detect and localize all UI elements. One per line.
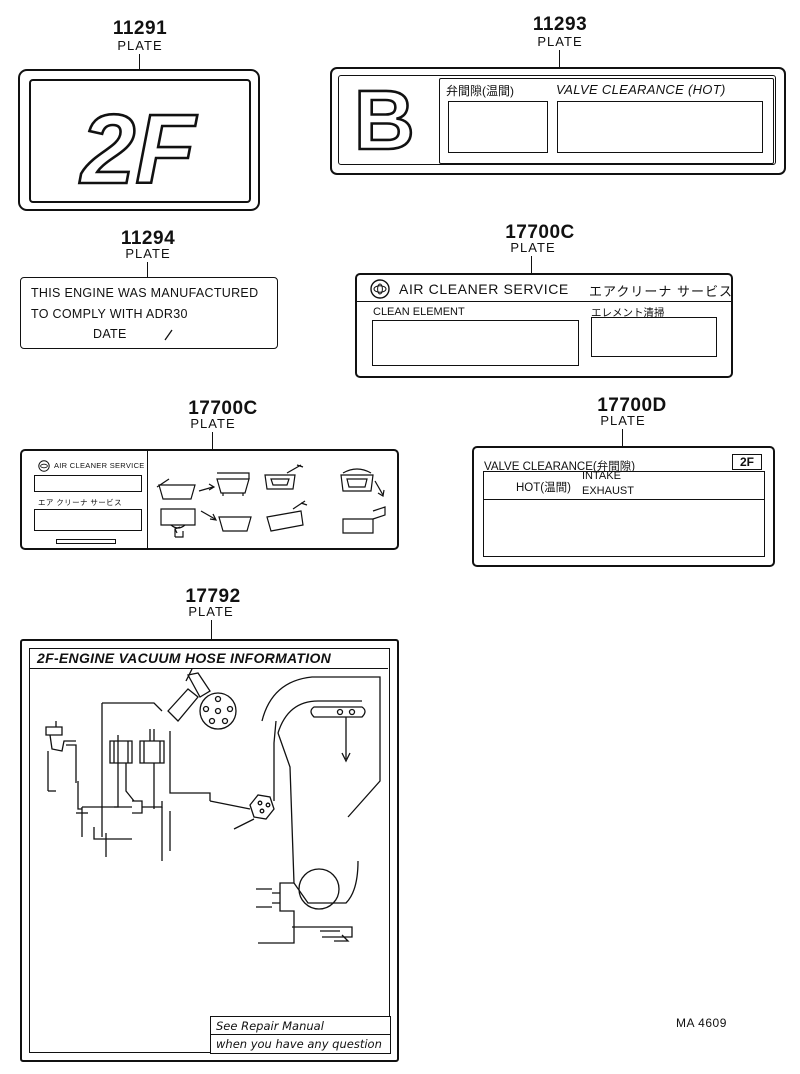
clean-element-field [372, 320, 579, 366]
text-line-2: TO COMPLY WITH ADR30 [31, 307, 188, 321]
part-number: 17700D [597, 395, 667, 416]
vacuum-hose-title: 2F-ENGINE VACUUM HOSE INFORMATION [37, 650, 332, 666]
plate-outer-frame: 2F [18, 69, 260, 211]
element-cleaning-label-jp: エレメント清掃 [591, 307, 665, 319]
part-label: PLATE [117, 38, 163, 53]
part-label: PLATE [125, 246, 171, 261]
valve-clearance-heading: VALVE CLEARANCE (HOT) [556, 82, 726, 97]
note-line-1: See Repair Manual [216, 1019, 324, 1033]
leader-line [211, 620, 212, 640]
vacuum-hose-diagram [45, 668, 381, 944]
air-cleaner-service-title: AIR CLEANER SERVICE [54, 461, 145, 470]
part-number: 11291 [112, 18, 168, 39]
plate-outer-frame: B 弁間隙(温間) VALVE CLEARANCE (HOT) [330, 67, 786, 175]
date-slash-mark [164, 329, 173, 341]
service-field-1 [34, 475, 142, 492]
note-box: See Repair Manual when you have any ques… [210, 1016, 391, 1054]
air-cleaner-service-title: AIR CLEANER SERVICE [399, 281, 569, 297]
hot-label: HOT(温間) [516, 482, 571, 494]
plate-letter: B [353, 72, 416, 169]
part-number: 17700C [505, 222, 575, 243]
air-cleaner-service-pictogram [156, 464, 386, 538]
plate-frame: VALVE CLEARANCE(弁間隙) 2F HOT(温間) INTAKE E… [472, 446, 775, 567]
leader-line [531, 256, 532, 274]
field-divider [484, 499, 764, 500]
header-divider [357, 301, 731, 302]
text-line-1: THIS ENGINE WAS MANUFACTURED [31, 286, 259, 300]
leader-line [559, 50, 560, 68]
part-label: PLATE [188, 604, 234, 619]
note-divider [211, 1034, 390, 1035]
jp-heading: 弁間隙(温間) [446, 84, 514, 98]
plate-frame: AIR CLEANER SERVICE エア クリーナ サービス [20, 449, 399, 550]
panel-divider [147, 451, 148, 548]
part-number: 11293 [532, 14, 588, 35]
emblem-text: 2F [79, 94, 198, 204]
part-label: PLATE [190, 416, 236, 431]
part-number: 17792 [185, 586, 241, 607]
part-number: 11294 [120, 228, 176, 249]
date-label: DATE [93, 327, 127, 341]
toyota-logo-icon [370, 279, 390, 299]
drawing-code: MA 4609 [676, 1016, 727, 1030]
title-divider [29, 668, 388, 669]
plate-inner-frame [29, 79, 251, 203]
leader-line [212, 432, 213, 450]
valve-clearance-heading: VALVE CLEARANCE(弁間隙) [484, 461, 636, 473]
leader-line [147, 262, 148, 278]
part-label: PLATE [600, 413, 646, 428]
service-bar [56, 539, 116, 544]
part-label: PLATE [510, 240, 556, 255]
air-cleaner-service-subtitle-jp: エア クリーナ サービス [38, 498, 122, 507]
plate-frame: THIS ENGINE WAS MANUFACTURED TO COMPLY W… [20, 277, 278, 349]
plate-frame: AIR CLEANER SERVICE エアクリーナ サービス CLEAN EL… [355, 273, 733, 378]
toyota-logo-icon [38, 460, 50, 472]
leader-line [139, 54, 140, 70]
part-number: 17700C [188, 398, 258, 419]
service-field-2 [34, 509, 142, 531]
clearance-panel: 弁間隙(温間) VALVE CLEARANCE (HOT) [439, 78, 774, 164]
clearance-field: HOT(温間) INTAKE EXHAUST [483, 470, 765, 557]
engine-badge: 2F [732, 454, 762, 470]
intake-field [448, 101, 548, 153]
air-cleaner-service-title-jp: エアクリーナ サービス [589, 284, 733, 299]
plate-inner-frame [29, 648, 390, 1053]
leader-line [622, 429, 623, 447]
exhaust-field [557, 101, 763, 153]
note-line-2: when you have any question [216, 1037, 382, 1051]
plate-outer-frame: 2F-ENGINE VACUUM HOSE INFORMATION [20, 639, 399, 1062]
emblem-2f: 2F [78, 93, 199, 206]
clean-element-label: CLEAN ELEMENT [373, 306, 465, 318]
part-label: PLATE [537, 34, 583, 49]
exhaust-label: EXHAUST [582, 485, 634, 497]
element-cleaning-field [591, 317, 717, 357]
intake-label: INTAKE [582, 470, 621, 482]
